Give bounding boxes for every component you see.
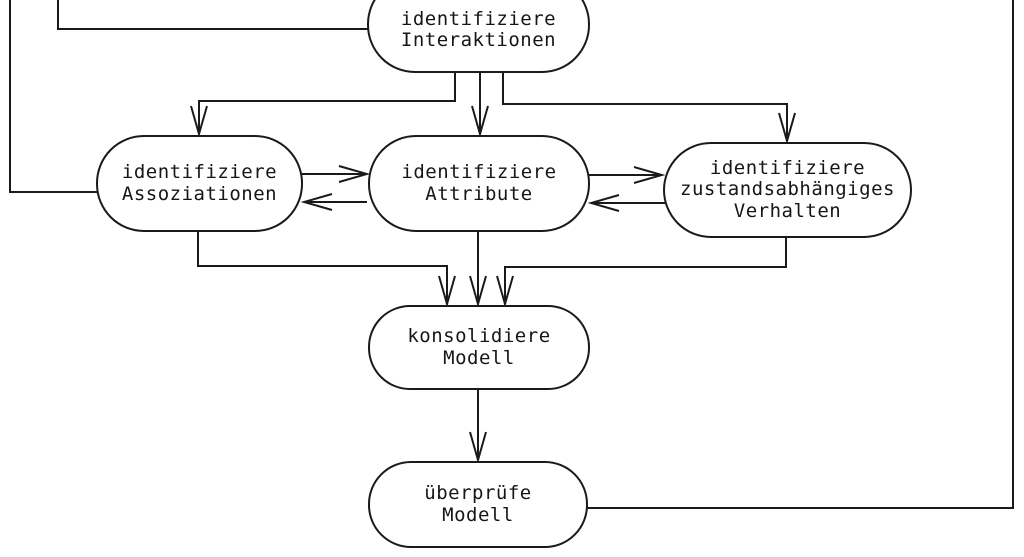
edge-feedback-left-to-assoziationen: [9, 0, 100, 193]
node-identifiziere-assoziationen: identifiziere Assoziationen: [96, 135, 303, 232]
node-identifiziere-zustandsabhaengiges-verhalten: identifiziere zustandsabhängiges Verhalt…: [663, 142, 912, 238]
edge-verhalten-to-konsolidiere: [505, 236, 787, 304]
node-konsolidiere-modell: konsolidiere Modell: [368, 305, 590, 390]
node-identifiziere-attribute: identifiziere Attribute: [368, 135, 590, 232]
edge-feedback-left-to-interaktionen: [57, 0, 372, 30]
node-identifiziere-interaktionen: identifiziere Interaktionen: [367, 0, 590, 73]
edge-interaktionen-to-verhalten: [502, 71, 787, 141]
edge-assoziationen-to-konsolidiere: [197, 230, 447, 304]
edge-ueberpruefe-feedback-right: [586, 0, 1014, 509]
edge-interaktionen-to-assoziationen: [199, 71, 456, 134]
node-ueberpruefe-modell: überprüfe Modell: [368, 461, 588, 548]
